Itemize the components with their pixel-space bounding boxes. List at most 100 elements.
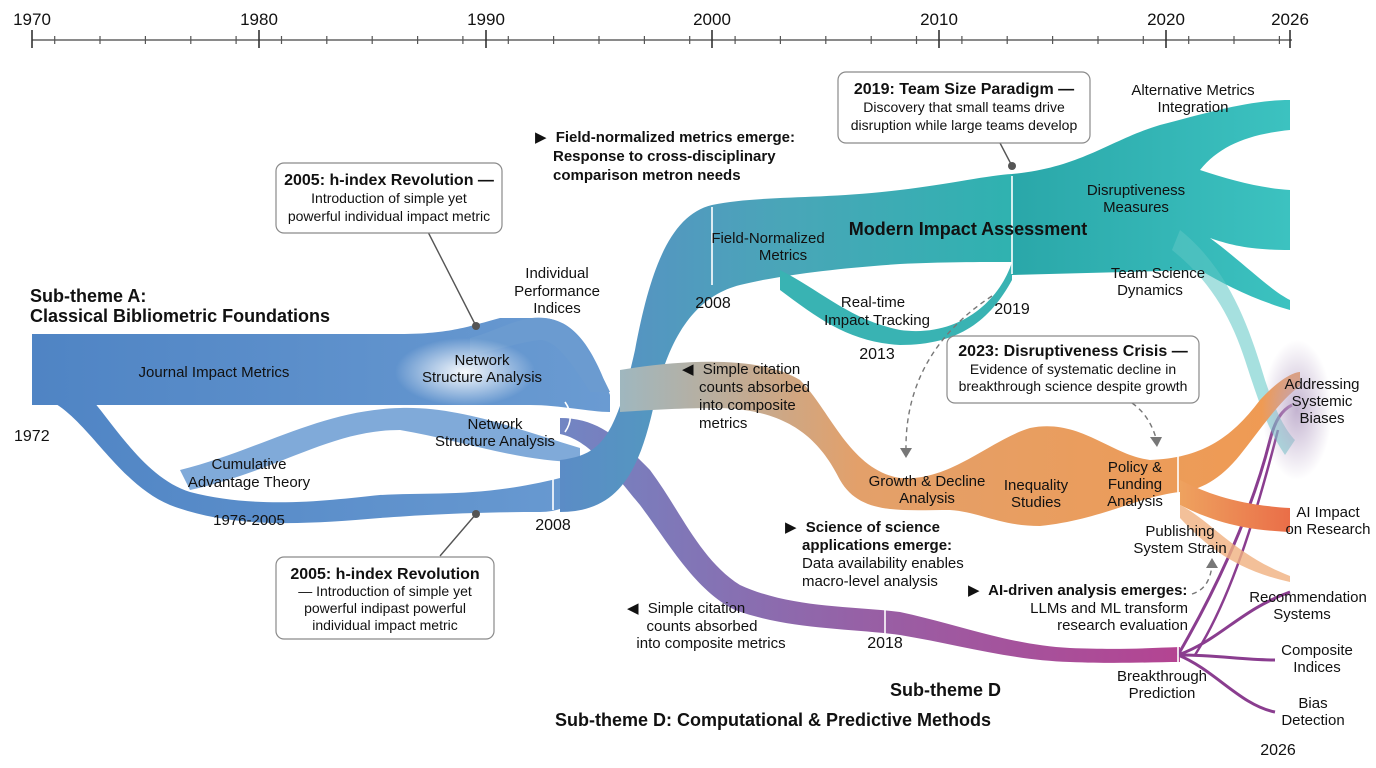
label-policy-funding: Funding [1108,476,1162,493]
annotation-text: macro-level analysis [802,573,938,590]
axis-tick-label: 2020 [1147,10,1185,29]
label-team-science: Dynamics [1117,282,1183,299]
divider [564,401,572,433]
stream-field-normalized [560,174,1012,512]
label-ai-impact: AI Impact [1296,504,1360,521]
annotation-text: AI-driven analysis emerges: [988,582,1187,599]
label-disruptiveness: Measures [1103,199,1169,216]
stream-growth-decline [620,361,1300,526]
callout-text: powerful individual impact metric [288,208,490,224]
axis-tick-label: 1990 [467,10,505,29]
sub-theme-a-title: Classical Bibliometric Foundations [30,306,330,326]
stream-branch-publishing [1180,505,1290,582]
callout-text: disruption while large teams develop [851,117,1078,133]
svg-text:◀ Simple citation: ◀ Simple citation [627,600,745,617]
label-realtime-tracking: Impact Tracking [824,312,930,329]
annotation-text: Science of science [806,519,940,536]
label-modern-impact: Modern Impact Assessment [849,219,1087,239]
label-growth-decline: Analysis [899,490,955,507]
callout-box [275,556,495,640]
label-alternative-metrics: Alternative Metrics [1131,82,1254,99]
biases-halo [1262,340,1332,480]
axis-tick-label: 2000 [693,10,731,29]
label-years-1976-2005: 1976-2005 [213,512,285,529]
axis-tick-label: 1980 [240,10,278,29]
callout-hindex-bottom: 2005: h-index Revolution — Introduction … [275,556,495,640]
label-ai-impact: on Research [1285,521,1370,538]
callout-text: breakthrough science despite growth [959,378,1188,394]
leader-lines [427,142,1218,595]
stream-modern-impact [1012,100,1290,310]
left-triangle-icon: ◀ [682,361,694,378]
callout-hindex-top: 2005: h-index Revolution — Introduction … [275,162,503,234]
annotation-text: Simple citation [703,361,801,378]
label-systemic-biases: Systemic [1292,393,1353,410]
annotation-text: Data availability enables [802,555,964,572]
network-glow [395,338,535,406]
sub-theme-d-title: Sub-theme D: Computational & Predictive … [555,710,991,730]
label-realtime-tracking: Real-time [841,294,905,311]
label-individual-performance: Individual [525,265,588,282]
label-inequality: Studies [1011,494,1061,511]
axis-tick-label: 2010 [920,10,958,29]
streams [32,100,1332,714]
right-triangle-icon: ▶ [535,129,547,146]
stream-branch-ai-impact [1180,480,1290,532]
label-network-structure-upper: Network [454,352,510,369]
label-bias-detection: Bias [1298,695,1327,712]
label-bias-detection: Detection [1281,712,1344,729]
callout-title: 2019: Team Size Paradigm — [854,81,1074,98]
label-journal-impact: Journal Impact Metrics [139,364,290,381]
dashed-arrow [1131,402,1157,439]
label-individual-performance: Indices [533,300,581,317]
axis-tick-label: 1970 [13,10,51,29]
callout-disruptiveness-crisis: 2023: Disruptiveness Crisis — Evidence o… [946,335,1200,404]
label-systemic-biases: Biases [1299,410,1344,427]
annotation-text: into composite metrics [636,635,785,652]
stream-computational-methods [560,418,1180,663]
callout-box [837,71,1091,144]
label-publishing-strain: System Strain [1133,540,1226,557]
arrow-head [1206,558,1218,568]
label-network-structure-upper: Structure Analysis [422,369,542,386]
callout-box [946,335,1200,404]
timeline-axis: 1970 1980 1990 2000 2010 2020 2026 [13,10,1309,48]
label-year-1972: 1972 [14,428,50,445]
callout-title: 2023: Disruptiveness Crisis — [958,343,1187,360]
label-cumulative-advantage: Advantage Theory [188,474,311,491]
leader-dot [1008,162,1016,170]
label-policy-funding: Analysis [1107,493,1163,510]
label-recommendation-systems: Recommendation [1249,589,1367,606]
label-breakthrough-prediction: Breakthrough [1117,668,1207,685]
label-network-structure-lower: Network [467,416,523,433]
label-year-2019: 2019 [994,301,1030,318]
label-cumulative-advantage: Cumulative [211,456,286,473]
label-composite-indices: Composite [1281,642,1353,659]
label-breakthrough-prediction: Prediction [1129,685,1196,702]
arrow-head [900,448,912,458]
annotation-simple-citation-upper: ◀ Simple citation counts absorbed into c… [682,361,810,432]
callout-text: — Introduction of simple yet [298,583,472,599]
stream-individual-performance [470,317,610,392]
left-triangle-icon: ◀ [627,600,639,617]
stream-network-structure [180,407,580,490]
label-year-2018: 2018 [867,635,903,652]
callout-text: individual impact metric [312,617,458,633]
svg-text:▶ AI-driven analysis eme: ▶ AI-driven analysis emerges: [968,582,1187,599]
right-triangle-icon: ▶ [968,582,980,599]
callout-title: 2005: h-index Revolution [290,566,479,583]
annotation-field-normalized: ▶ Field-normalized metrics emerge: Respo… [535,129,795,184]
svg-text:▶ Field-normalized metri: ▶ Field-normalized metrics emerge: [535,129,795,146]
leader-line [427,231,477,327]
annotation-text: comparison metron needs [553,167,741,184]
label-growth-decline: Growth & Decline [869,473,986,490]
annotation-science-of-science: ▶ Science of science applications emerge… [785,519,964,590]
svg-text:▶ Science of science: ▶ Science of science [785,519,940,536]
annotation-text: Field-normalized metrics emerge: [556,129,795,146]
label-year-2008-upper: 2008 [695,295,731,312]
callout-title: 2005: h-index Revolution — [284,172,494,189]
annotation-simple-citation-lower: ◀ Simple citation counts absorbed into c… [627,600,786,652]
label-year-2013: 2013 [859,346,895,363]
leader-dot [472,322,480,330]
